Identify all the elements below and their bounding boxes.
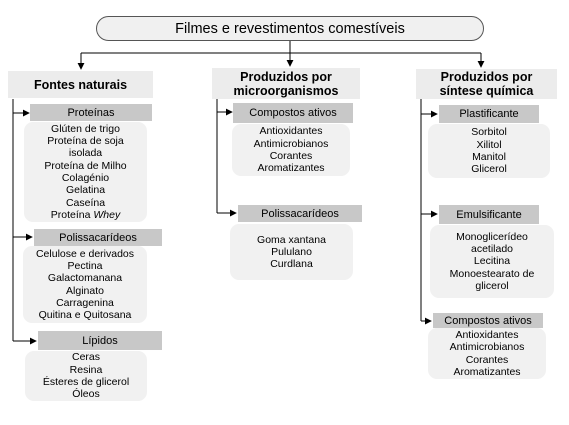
emulsificante-label: Emulsificante	[439, 205, 539, 224]
list-item: Antimicrobianos	[449, 341, 525, 354]
list-item: Corantes	[465, 353, 509, 366]
list-item: Monoestearato de	[449, 267, 535, 280]
proteinas-list: Glúten de trigo Proteína de soja isolada…	[24, 122, 147, 222]
list-item: Goma xantana	[257, 233, 326, 246]
list-item: Alginato	[66, 284, 104, 297]
list-item: Quitina e Quitosana	[38, 309, 132, 322]
quimica-heading-line2: síntese química	[439, 84, 534, 98]
micro-compostos-list: Antioxidantes Antimicrobianos Corantes A…	[232, 124, 350, 176]
list-item: Antimicrobianos	[253, 137, 329, 150]
natural-polissacarideos-list: Celulose e derivados Pectina Galactomana…	[23, 246, 147, 323]
quimica-compostos-list: Antioxidantes Antimicrobianos Corantes A…	[428, 328, 546, 379]
emulsificante-label-text: Emulsificante	[456, 208, 522, 221]
proteinas-label-text: Proteínas	[67, 106, 115, 119]
list-item: Ceras	[71, 351, 100, 364]
natural-polissacarideos-label-text: Polissacarídeos	[59, 231, 137, 244]
list-item: Sorbitol	[471, 126, 507, 139]
list-item: Pectina	[67, 259, 103, 272]
list-item: Corantes	[269, 150, 313, 162]
whey-prefix: Proteína	[50, 208, 94, 221]
proteinas-label: Proteínas	[30, 104, 152, 121]
list-item: Colagénio	[61, 172, 110, 184]
plastificante-label: Plastificante	[439, 105, 539, 123]
list-item: isolada	[68, 147, 103, 160]
whey-emphasis: Whey	[93, 208, 121, 221]
list-item: Xilitol	[476, 138, 502, 151]
list-item: Glúten de trigo	[51, 122, 120, 135]
list-item: Galactomanana	[47, 272, 123, 285]
list-item: Ésteres de glicerol	[42, 376, 130, 388]
micro-heading: Produzidos por microorganismos	[212, 68, 360, 99]
diagram-title: Filmes e revestimentos comestíveis	[96, 16, 484, 41]
diagram-title-text: Filmes e revestimentos comestíveis	[175, 20, 405, 37]
list-item: Óleos	[72, 388, 100, 401]
list-item: Curdlana	[270, 258, 313, 271]
micro-heading-line1: Produzidos por	[240, 69, 332, 84]
natural-heading-text: Fontes naturais	[33, 77, 128, 92]
list-item: Manitol	[472, 151, 506, 163]
list-item: Celulose e derivados	[35, 247, 135, 260]
micro-compostos-label-text: Compostos ativos	[249, 107, 337, 119]
list-item: Antioxidantes	[455, 328, 519, 341]
list-item: Aromatizantes	[453, 365, 521, 378]
list-item: Glicerol	[471, 163, 507, 176]
lipidos-label: Lípidos	[38, 331, 162, 350]
list-item: Resina	[69, 363, 103, 376]
micro-polissacarideos-label-text: Polissacarídeos	[261, 207, 339, 220]
micro-polissacarideos-label: Polissacarídeos	[238, 205, 362, 222]
list-item: Pululano	[271, 245, 312, 258]
list-item: Gelatina	[65, 184, 106, 197]
list-item: Antioxidantes	[259, 125, 323, 138]
list-item: Proteína de soja	[47, 135, 124, 148]
lipidos-list: Ceras Resina Ésteres de glicerol Óleos	[25, 351, 147, 401]
list-item: acetilado	[470, 243, 514, 256]
emulsificante-list: Monoglicerídeo acetilado Lecitina Monoes…	[430, 225, 554, 298]
natural-polissacarideos-label: Polissacarídeos	[34, 229, 162, 246]
micro-heading-line2: microorganismos	[233, 83, 339, 98]
list-item-whey: Proteína Whey	[51, 209, 120, 221]
quimica-heading: Produzidos por síntese química	[416, 69, 557, 99]
list-item: Proteína de Milho	[44, 159, 127, 172]
lipidos-label-text: Lípidos	[82, 334, 118, 347]
quimica-compostos-label: Compostos ativos	[433, 313, 543, 328]
micro-compostos-label: Compostos ativos	[233, 103, 353, 123]
micro-polissacarideos-list: Goma xantana Pululano Curdlana	[230, 224, 353, 280]
list-item: Monoglicerídeo	[456, 230, 528, 243]
list-item: glicerol	[475, 279, 509, 292]
list-item: Lecitina	[473, 255, 511, 268]
natural-heading: Fontes naturais	[8, 71, 153, 98]
plastificante-label-text: Plastificante	[459, 108, 519, 120]
quimica-compostos-label-text: Compostos ativos	[444, 314, 532, 327]
list-item: Carragenina	[56, 296, 114, 309]
plastificante-list: Sorbitol Xilitol Manitol Glicerol	[428, 124, 550, 178]
quimica-heading-line1: Produzidos por	[440, 70, 533, 84]
list-item: Aromatizantes	[257, 162, 325, 175]
list-item: Caseína	[65, 196, 106, 209]
